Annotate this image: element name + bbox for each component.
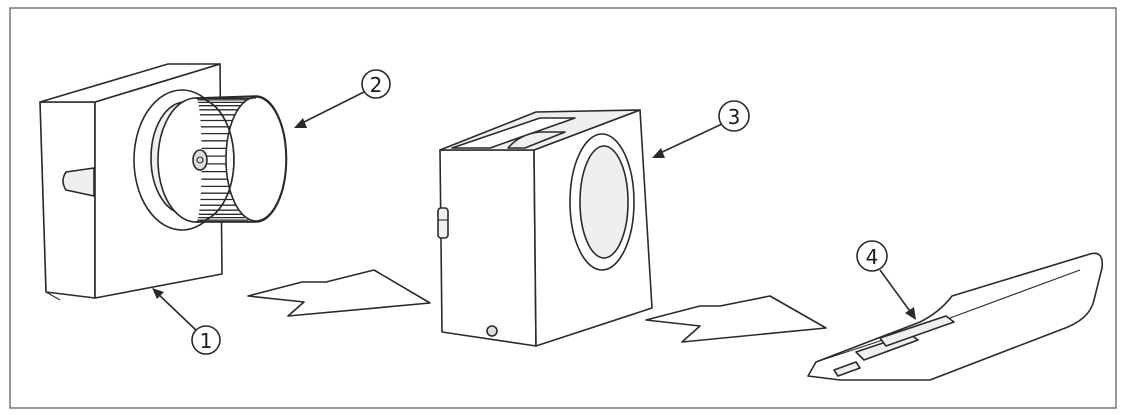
wheel-front-rim bbox=[225, 96, 287, 222]
callout-4-leader bbox=[879, 269, 913, 315]
wheel-blades bbox=[196, 97, 256, 223]
part-3-blower-housing bbox=[437, 109, 653, 347]
callout-3-circle bbox=[718, 100, 750, 132]
box-slot bbox=[62, 167, 95, 197]
callout-2-leader bbox=[299, 91, 365, 125]
callout-1-label: 1 bbox=[200, 329, 213, 353]
callout-3-arrowhead bbox=[652, 148, 665, 158]
callout-1-arrowhead bbox=[152, 288, 164, 299]
assembly-arrow-2 bbox=[645, 295, 827, 343]
box-flange-bottom bbox=[45, 291, 61, 301]
wheel-hub-bolt bbox=[196, 156, 204, 164]
box-front-face bbox=[39, 101, 96, 299]
callout-1: 1 bbox=[152, 288, 221, 355]
callout-4-label: 4 bbox=[866, 245, 879, 269]
housing-inlet-inner bbox=[579, 145, 629, 259]
housing-latch bbox=[437, 207, 449, 239]
tray-rail bbox=[879, 315, 955, 347]
callout-3: 3 bbox=[652, 100, 750, 158]
housing-screw bbox=[486, 325, 498, 337]
housing-inner-wheel bbox=[507, 131, 566, 149]
callout-1-leader bbox=[155, 291, 199, 333]
callout-3-leader bbox=[657, 123, 723, 155]
tray-slot-2 bbox=[833, 361, 861, 377]
box-top-face bbox=[39, 63, 221, 103]
callout-2-label: 2 bbox=[370, 73, 383, 97]
housing-top-opening bbox=[451, 117, 576, 149]
callout-2-circle bbox=[361, 69, 391, 99]
wheel-hub bbox=[192, 149, 208, 171]
callout-2: 2 bbox=[294, 69, 391, 128]
callout-1-circle bbox=[191, 325, 221, 355]
housing-front-face bbox=[439, 149, 537, 347]
part-4-tray bbox=[807, 252, 1104, 381]
box-flange-edge bbox=[39, 101, 47, 293]
callout-4-circle bbox=[856, 240, 888, 272]
callout-2-arrowhead bbox=[294, 118, 307, 128]
assembly-arrow-1 bbox=[247, 269, 431, 317]
callout-3-label: 3 bbox=[728, 105, 741, 129]
callout-4: 4 bbox=[856, 240, 916, 320]
callout-4-arrowhead bbox=[905, 307, 916, 320]
part-2-blower-wheel bbox=[157, 95, 288, 223]
